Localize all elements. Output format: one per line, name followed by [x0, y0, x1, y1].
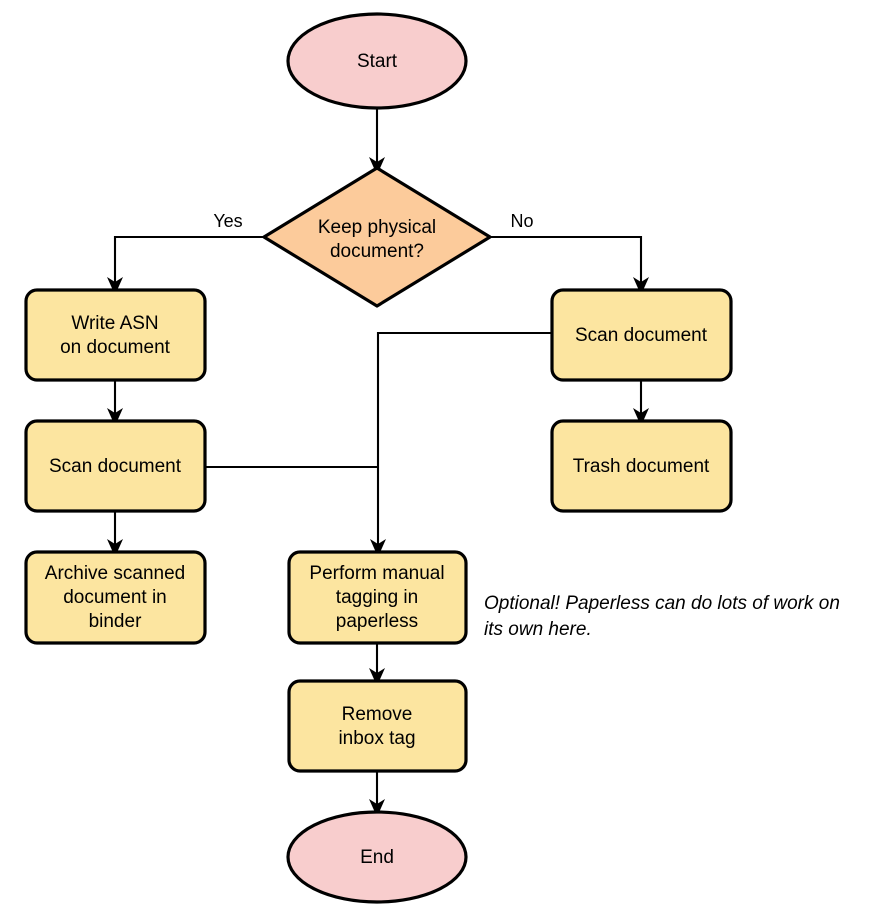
- arrowhead-icon: [633, 277, 649, 295]
- edge-label-no: No: [510, 211, 533, 231]
- node-write-asn[interactable]: Write ASN on document: [24, 288, 207, 382]
- node-shape-rect[interactable]: [287, 550, 468, 645]
- node-shape-rect[interactable]: [24, 419, 207, 513]
- node-shape-ellipse[interactable]: [286, 810, 468, 904]
- node-start[interactable]: Start: [286, 12, 468, 110]
- node-scan-document-right[interactable]: Scan document: [550, 288, 733, 382]
- node-remove-inbox-tag[interactable]: Remove inbox tag: [287, 679, 468, 773]
- edge-path: [376, 331, 552, 546]
- node-label-archive-line3: binder: [89, 611, 142, 632]
- edge-scan-left-to-archive: [107, 511, 123, 557]
- arrowhead-icon: [370, 539, 386, 557]
- node-label-scan-right: Scan document: [575, 325, 708, 346]
- node-shape-rect[interactable]: [24, 288, 207, 382]
- edge-path: [113, 235, 264, 284]
- annotation-line2: its own here.: [484, 619, 592, 640]
- node-label-tagging-line3: paperless: [336, 611, 418, 632]
- node-label-write-asn-line2: on document: [60, 337, 171, 358]
- edge-scan-right-to-tagging: [370, 331, 552, 557]
- node-shape-ellipse[interactable]: [286, 12, 468, 110]
- edge-label-yes: Yes: [213, 211, 242, 231]
- node-label-decision-line1: Keep physical: [318, 217, 436, 238]
- edge-decision-to-write-asn: Yes: [107, 211, 264, 295]
- node-label-start: Start: [357, 51, 398, 72]
- node-label-archive-line1: Archive scanned: [45, 563, 185, 584]
- node-label-trash: Trash document: [573, 456, 710, 477]
- edge-layer: Yes No: [107, 108, 649, 817]
- node-label-decision-line2: document?: [330, 241, 424, 262]
- arrowhead-icon: [107, 277, 123, 295]
- arrowhead-icon: [633, 408, 649, 426]
- arrowhead-icon: [369, 799, 385, 817]
- node-label-remove-inbox-line2: inbox tag: [338, 728, 415, 749]
- edge-remove-inbox-to-end: [369, 771, 385, 817]
- edge-tagging-to-remove-inbox: [369, 643, 385, 686]
- node-scan-document-left[interactable]: Scan document: [24, 419, 207, 513]
- node-label-tagging-line1: Perform manual: [309, 563, 444, 584]
- node-shape-rect[interactable]: [24, 550, 207, 645]
- node-label-archive-line2: document in: [63, 587, 167, 608]
- node-label-end: End: [360, 847, 394, 868]
- edge-decision-to-scan-right: No: [490, 211, 649, 295]
- node-archive-binder[interactable]: Archive scanned document in binder: [24, 550, 207, 645]
- node-layer: Start Keep physical document? Write ASN …: [24, 12, 733, 904]
- node-label-tagging-line2: tagging in: [336, 587, 418, 608]
- node-shape-diamond[interactable]: [262, 166, 492, 308]
- edge-path: [490, 235, 643, 284]
- arrowhead-icon: [107, 539, 123, 557]
- arrowhead-icon: [369, 157, 385, 175]
- node-label-write-asn-line1: Write ASN: [71, 313, 158, 334]
- arrowhead-icon: [369, 668, 385, 686]
- annotation-optional-note: Optional! Paperless can do lots of work …: [484, 593, 840, 640]
- annotation-line1: Optional! Paperless can do lots of work …: [484, 593, 840, 614]
- node-shape-rect[interactable]: [550, 419, 733, 513]
- node-label-scan-left: Scan document: [49, 456, 182, 477]
- node-perform-manual-tagging[interactable]: Perform manual tagging in paperless: [287, 550, 468, 645]
- node-shape-rect[interactable]: [287, 679, 468, 773]
- node-shape-rect[interactable]: [550, 288, 733, 382]
- edge-write-asn-to-scan-left: [107, 380, 123, 426]
- edge-start-to-decision: [369, 108, 385, 175]
- node-trash-document[interactable]: Trash document: [550, 419, 733, 513]
- node-label-remove-inbox-line1: Remove: [342, 704, 413, 725]
- node-end[interactable]: End: [286, 810, 468, 904]
- edge-scan-right-to-trash: [633, 380, 649, 426]
- arrowhead-icon: [107, 408, 123, 426]
- node-decision-keep-physical-document[interactable]: Keep physical document?: [262, 166, 492, 308]
